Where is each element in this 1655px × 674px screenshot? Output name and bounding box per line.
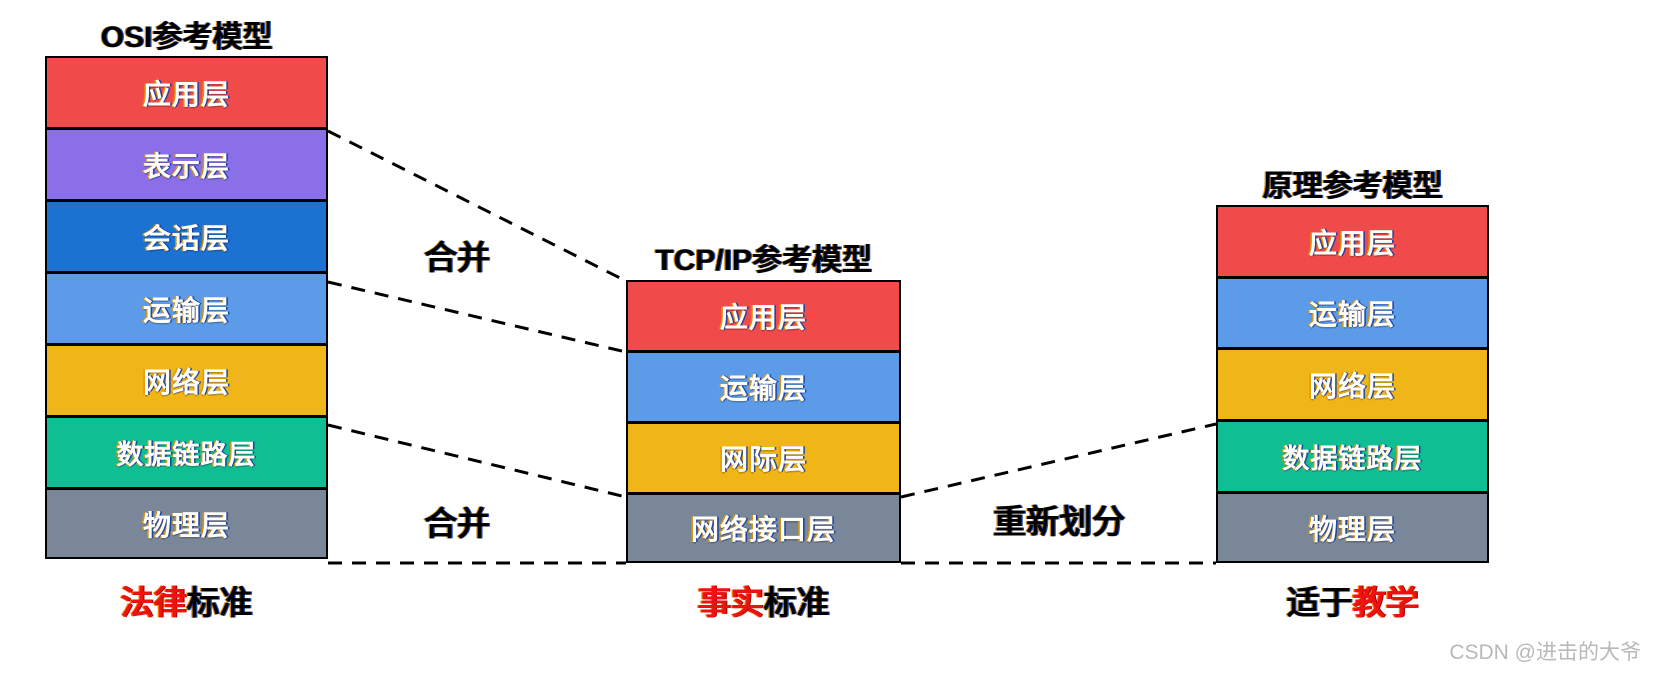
annotation-merge-upper: 合并	[424, 239, 490, 276]
principle-model-title: 原理参考模型	[1262, 170, 1443, 203]
connector-tcpip-netif-to-principle-datalink	[900, 422, 1217, 499]
osi-layer-presentation[interactable]: 表示层	[45, 128, 328, 200]
tcpip-caption-red: 事实	[697, 584, 764, 621]
tcpip-caption-black: 标准	[763, 584, 830, 621]
osi-caption-black: 标准	[186, 584, 253, 621]
annotation-redivide: 重新划分	[993, 503, 1125, 540]
tcpip-layer-network-interface[interactable]: 网络接口层	[626, 493, 901, 563]
tcpip-layer-internet[interactable]: 网际层	[626, 422, 901, 493]
principle-caption: 适于教学	[1287, 576, 1419, 624]
osi-caption: 法律标准	[121, 576, 253, 624]
principle-layer-network[interactable]: 网络层	[1216, 348, 1489, 420]
osi-layer-physical[interactable]: 物理层	[45, 488, 328, 559]
connector-osi-network-to-tcpip-netif	[327, 423, 627, 499]
osi-layer-session[interactable]: 会话层	[45, 200, 328, 272]
principle-layer-application[interactable]: 应用层	[1216, 205, 1489, 277]
principle-layer-datalink[interactable]: 数据链路层	[1216, 420, 1489, 492]
osi-layer-datalink[interactable]: 数据链路层	[45, 416, 328, 488]
osi-layer-network[interactable]: 网络层	[45, 344, 328, 416]
principle-layer-stack: 应用层 运输层 网络层 数据链路层 物理层	[1216, 205, 1489, 563]
osi-layer-transport[interactable]: 运输层	[45, 272, 328, 344]
osi-layer-application[interactable]: 应用层	[45, 56, 328, 128]
principle-layer-physical[interactable]: 物理层	[1216, 492, 1489, 563]
tcpip-caption: 事实标准	[698, 576, 830, 624]
tcpip-layer-stack: 应用层 运输层 网际层 网络接口层	[626, 280, 901, 563]
osi-caption-red: 法律	[120, 584, 187, 621]
tcpip-layer-transport[interactable]: 运输层	[626, 351, 901, 422]
annotation-merge-lower: 合并	[424, 505, 490, 542]
connector-osi-session-to-tcpip-app	[327, 280, 627, 354]
osi-layer-stack: 应用层 表示层 会话层 运输层 网络层 数据链路层 物理层	[45, 56, 328, 559]
csdn-watermark: CSDN @进击的大爷	[1449, 641, 1641, 664]
principle-caption-black: 适于	[1286, 584, 1353, 621]
principle-layer-transport[interactable]: 运输层	[1216, 277, 1489, 348]
principle-caption-red: 教学	[1352, 584, 1419, 621]
tcpip-layer-application[interactable]: 应用层	[626, 280, 901, 351]
osi-model-title: OSI参考模型	[100, 21, 273, 54]
tcpip-model-title: TCP/IP参考模型	[655, 244, 872, 277]
